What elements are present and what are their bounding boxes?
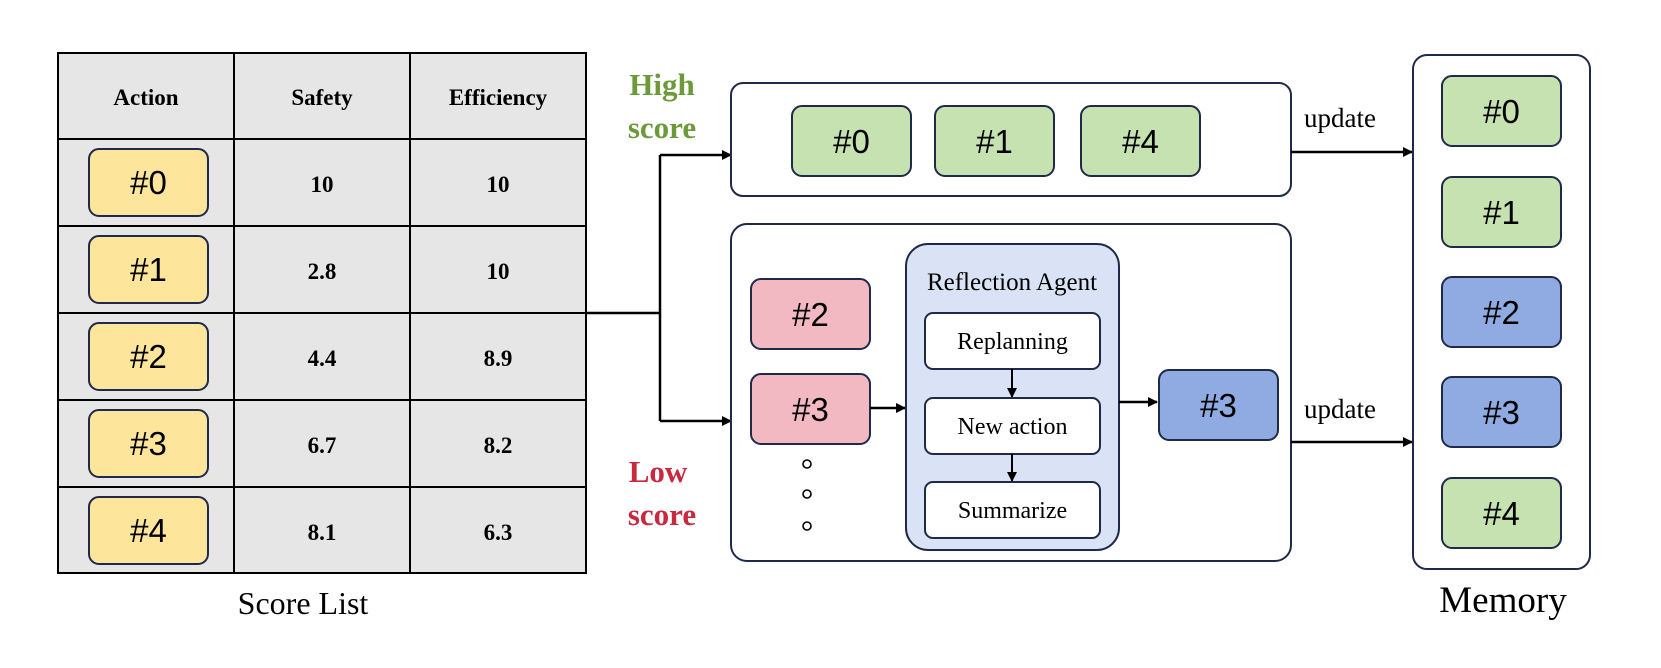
high-score-label-line1: High [629,67,694,102]
reflection-agent: Reflection Agent Replanning New action S… [905,243,1120,551]
memory-panel: #0 #1 #2 #3 #4 Memory [1412,54,1591,621]
memory-caption: Memory [1439,580,1567,621]
reflection-agent-title: Reflection Agent [927,269,1097,296]
step-label: New action [958,414,1068,440]
efficiency-value: 10 [487,259,510,284]
action-chip [791,105,912,177]
safety-value: 8.1 [308,520,337,545]
memory-item-label: #4 [1483,495,1520,532]
action-chip-label: #4 [130,512,167,549]
score-list-caption: Score List [238,585,369,621]
low-score-label-line2: score [628,497,696,532]
split-connector [586,150,732,426]
action-chip [1080,105,1201,177]
memory-item [1441,477,1562,549]
update-label-low: update [1304,394,1376,424]
step-label: Summarize [958,498,1067,524]
action-chip-label: #3 [792,391,829,428]
memory-item-label: #3 [1483,394,1520,431]
action-chip [88,496,209,565]
action-chip-label: #0 [130,164,167,201]
step-label: Replanning [957,329,1068,355]
score-list-table: Action Safety Efficiency #0 10 10 #1 2.8… [57,52,587,621]
column-header-action: Action [113,85,178,110]
action-chip-label: #4 [1122,123,1159,160]
efficiency-value: 8.9 [484,346,513,371]
memory-item [1441,276,1562,348]
table-row: #1 2.8 10 [88,235,510,304]
column-header-safety: Safety [291,85,353,110]
column-header-efficiency: Efficiency [449,85,548,110]
safety-value: 6.7 [308,433,337,458]
efficiency-value: 8.2 [484,433,513,458]
action-chip-label: #1 [976,123,1013,160]
safety-value: 4.4 [308,346,337,371]
efficiency-value: 10 [487,172,510,197]
action-chip [934,105,1055,177]
ellipsis-dot [802,521,812,531]
action-chip-label: #3 [1200,387,1237,424]
efficiency-value: 6.3 [484,520,513,545]
table-row: #3 6.7 8.2 [88,409,513,478]
table-row: #2 4.4 8.9 [88,322,513,391]
ellipsis-dots [802,459,812,531]
action-chip-label: #2 [792,296,829,333]
action-chip [88,322,209,391]
ellipsis-dot [802,459,812,469]
action-chip [88,235,209,304]
update-label-high: update [1304,103,1376,133]
new-action-chip [1158,369,1279,441]
high-score-box: #0 #1 #4 [730,82,1292,197]
memory-item-label: #1 [1483,194,1520,231]
action-chip-label: #1 [130,251,167,288]
action-chip-label: #3 [130,425,167,462]
high-score-label-line2: score [628,110,696,145]
low-score-box: #2 #3 Reflection Agent Replanning New ac… [730,223,1292,562]
memory-item [1441,376,1562,448]
summarize-step [924,481,1101,539]
memory-item [1441,75,1562,147]
action-chip-label: #0 [833,123,870,160]
safety-value: 2.8 [308,259,337,284]
table-row: #0 10 10 [88,148,510,217]
memory-item-label: #2 [1483,294,1520,331]
action-chip [750,278,871,350]
action-chip-label: #2 [130,338,167,375]
low-score-label-line1: Low [629,454,688,489]
memory-item [1441,176,1562,248]
ellipsis-dot [802,489,812,499]
safety-value: 10 [311,172,334,197]
table-row: #4 8.1 6.3 [88,496,513,565]
memory-item-label: #0 [1483,93,1520,130]
action-chip [88,409,209,478]
action-chip [88,148,209,217]
